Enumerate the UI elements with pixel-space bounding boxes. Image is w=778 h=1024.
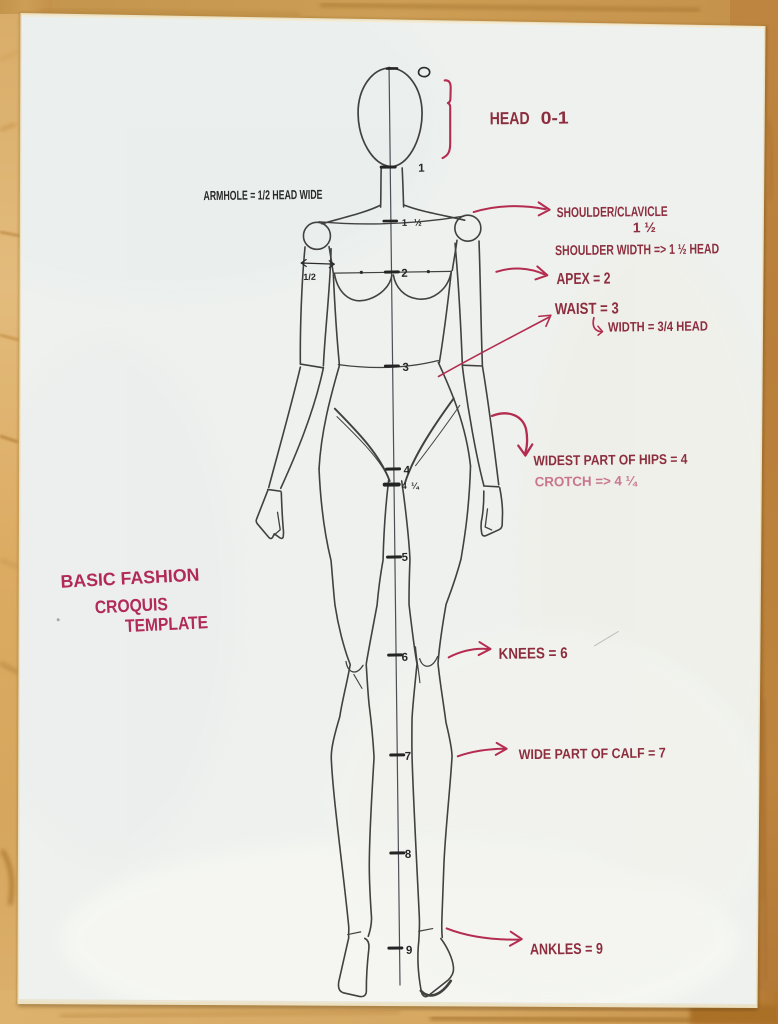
svg-text:APEX = 2: APEX = 2	[556, 271, 610, 289]
svg-text:5: 5	[401, 552, 408, 564]
svg-text:WIDE PART OF CALF = 7: WIDE PART OF CALF = 7	[519, 744, 666, 762]
svg-text:CROTCH => 4 ¼: CROTCH => 4 ¼	[535, 473, 639, 489]
svg-text:1: 1	[418, 163, 425, 175]
svg-text:SHOULDER WIDTH => 1 ½ HEAD: SHOULDER WIDTH => 1 ½ HEAD	[555, 240, 719, 258]
svg-text:CROQUIS: CROQUIS	[94, 594, 168, 617]
svg-text:0-1: 0-1	[541, 108, 570, 128]
svg-text:6: 6	[402, 652, 409, 664]
svg-text:1/2: 1/2	[303, 272, 316, 282]
svg-text:1 ½: 1 ½	[633, 219, 656, 235]
svg-text:TEMPLATE: TEMPLATE	[125, 612, 209, 636]
svg-text:3: 3	[402, 362, 409, 374]
svg-text:7: 7	[405, 751, 412, 763]
svg-text:ARMHOLE = 1/2 HEAD WIDE: ARMHOLE = 1/2 HEAD WIDE	[203, 187, 322, 203]
svg-text:WAIST = 3: WAIST = 3	[555, 300, 619, 318]
svg-text:8: 8	[405, 849, 412, 861]
svg-text:WIDTH = 3/4 HEAD: WIDTH = 3/4 HEAD	[608, 318, 708, 334]
svg-text:9: 9	[406, 945, 413, 957]
svg-text:SHOULDER/CLAVICLE: SHOULDER/CLAVICLE	[557, 203, 668, 220]
svg-text:HEAD: HEAD	[490, 108, 530, 128]
svg-text:4 ¼: 4 ¼	[402, 481, 421, 491]
svg-text:ANKLES = 9: ANKLES = 9	[530, 941, 603, 959]
svg-text:WIDEST PART OF HIPS = 4: WIDEST PART OF HIPS = 4	[533, 451, 687, 469]
svg-text:KNEES = 6: KNEES = 6	[499, 645, 569, 663]
svg-text:2: 2	[401, 268, 408, 280]
svg-text:4: 4	[403, 465, 410, 477]
